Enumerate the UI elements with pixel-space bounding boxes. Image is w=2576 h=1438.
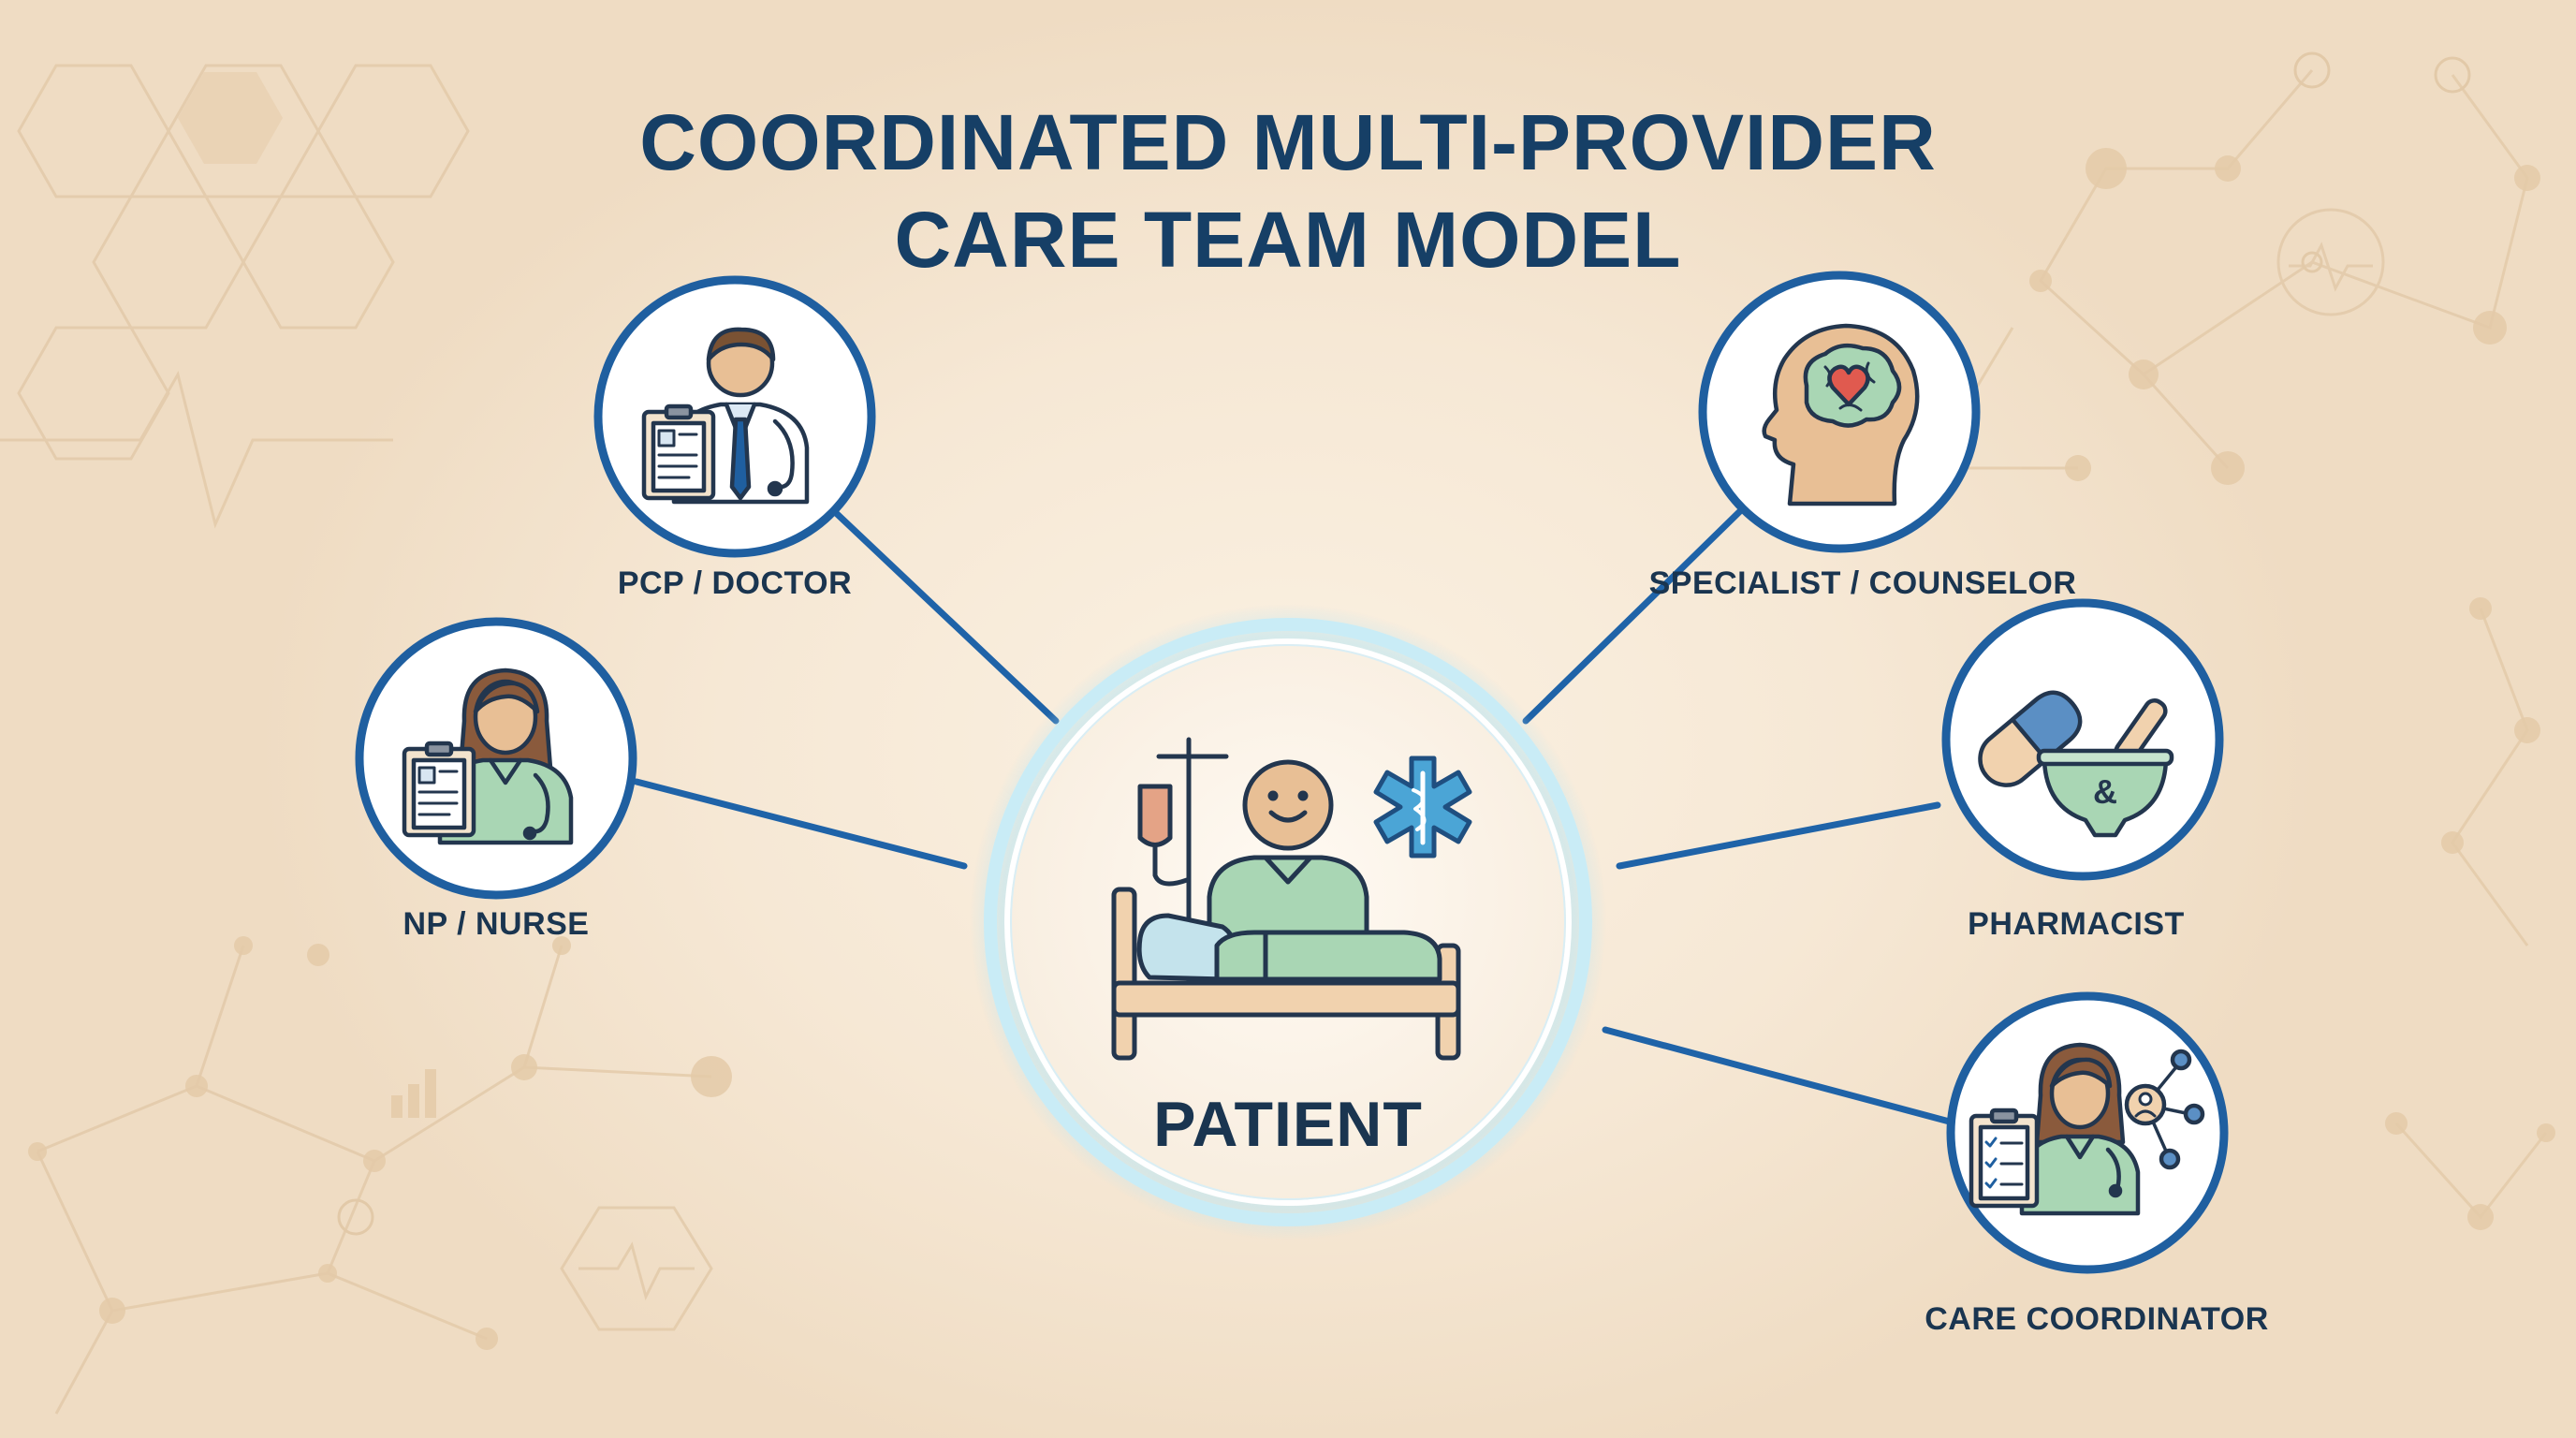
label-np: NP / NURSE — [402, 906, 590, 942]
label-pharmacist: PHARMACIST — [1968, 906, 2185, 942]
title-line-2: CARE TEAM MODEL — [894, 196, 1682, 284]
provider-node-pharmacist[interactable]: & — [1941, 598, 2224, 881]
connectors — [633, 506, 1960, 1127]
doctor-icon — [641, 327, 810, 505]
provider-node-specialist[interactable] — [1698, 271, 1981, 553]
patient-label: PATIENT — [1153, 1089, 1423, 1160]
provider-node-coordinator[interactable] — [1946, 991, 2229, 1274]
label-pcp: PCP / DOCTOR — [617, 565, 853, 601]
brain-heart-icon — [1762, 323, 1920, 506]
nurse-icon — [402, 668, 574, 845]
connector-specialist — [1522, 506, 1745, 725]
connector-pcp — [829, 506, 1060, 725]
provider-node-pcp[interactable] — [593, 275, 876, 558]
connector-coordinator — [1602, 1026, 1960, 1127]
connector-np — [633, 778, 968, 870]
label-coordinator: CARE COORDINATOR — [1925, 1301, 2269, 1337]
title-line-1: COORDINATED MULTI-PROVIDER — [639, 98, 1937, 186]
pharmacist-glyph: & — [2093, 772, 2117, 811]
pill-mortar-icon — [1978, 690, 2174, 838]
connector-pharmacist — [1616, 801, 1941, 870]
patient-in-bed-icon — [1111, 737, 1472, 1061]
provider-node-np[interactable] — [355, 617, 637, 900]
care-coordinator-icon — [1969, 1042, 2205, 1216]
page-title: COORDINATED MULTI-PROVIDER CARE TEAM MOD… — [0, 94, 2576, 288]
label-specialist: SPECIALIST / COUNSELOR — [1648, 565, 2077, 601]
